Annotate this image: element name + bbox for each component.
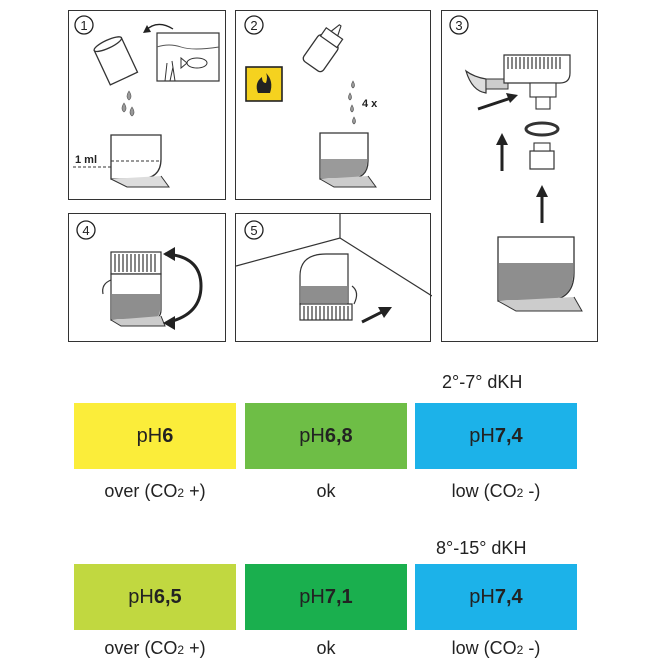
ph-prefix: pH [469, 424, 495, 447]
measure-label: 1 ml [75, 154, 97, 166]
arrow-icon [361, 310, 383, 324]
ph-value: 6,8 [324, 424, 353, 447]
step-3-number: 3 [455, 18, 462, 33]
ph-value: 7,4 [494, 585, 523, 608]
step-2-illustration: 2 4 x [244, 15, 378, 188]
co2-status-caption: ok [316, 638, 336, 658]
co2-status-caption: low (CO2 -) [451, 481, 541, 501]
ph-value: 7,1 [324, 585, 353, 608]
step-1-number: 1 [80, 18, 87, 33]
ph-value: 6 [162, 424, 174, 447]
step-5-panel: 5 [235, 213, 432, 342]
suction-cup-icon [464, 69, 487, 94]
ph-value: 7,4 [494, 424, 523, 447]
ph-prefix: pH [469, 585, 495, 608]
ph-prefix: pH [128, 585, 154, 608]
ph-prefix: pH [136, 424, 163, 447]
o-ring-icon [524, 121, 560, 137]
drops-label: 4 x [362, 98, 378, 110]
co2-status-caption: over (CO2 +) [104, 481, 206, 501]
aquarium-icon [156, 32, 220, 82]
ph-value: 6,5 [153, 585, 182, 608]
rotate-arrow-icon [164, 252, 203, 324]
co2-status-caption: over (CO2 +) [104, 638, 206, 658]
step-2-panel: 2 4 x [235, 10, 431, 200]
step-4-illustration: 4 [76, 220, 203, 330]
test-container-icon [110, 134, 162, 180]
dkh-range-label: 2°-7° dKH [442, 372, 523, 392]
step-5-illustration: 5 [236, 214, 432, 324]
dkh-range-label: 8°-15° dKH [436, 538, 527, 558]
step-3-illustration: 3 [449, 15, 583, 312]
co2-status-caption: ok [316, 481, 336, 501]
step-5-number: 5 [250, 223, 257, 238]
ribbed-cap-icon [299, 303, 353, 321]
dropper-bottle-icon [302, 24, 344, 73]
step-2-number: 2 [250, 18, 257, 33]
step-1-illustration: 1 1 ml [73, 15, 220, 188]
drop-icon [351, 80, 355, 89]
co2-status-caption: low (CO2 -) [451, 638, 541, 658]
step-4-panel: 4 [68, 213, 226, 342]
ph-prefix: pH [299, 585, 325, 608]
drop-icon [126, 90, 132, 101]
ph-prefix: pH [299, 424, 325, 447]
adapter-icon [529, 150, 555, 170]
arrow-icon [477, 95, 515, 111]
step-1-panel: 1 1 ml [68, 10, 226, 200]
tilted-cup-icon [93, 36, 139, 86]
step-4-number: 4 [82, 223, 89, 238]
step-3-panel: 3 [441, 10, 598, 342]
